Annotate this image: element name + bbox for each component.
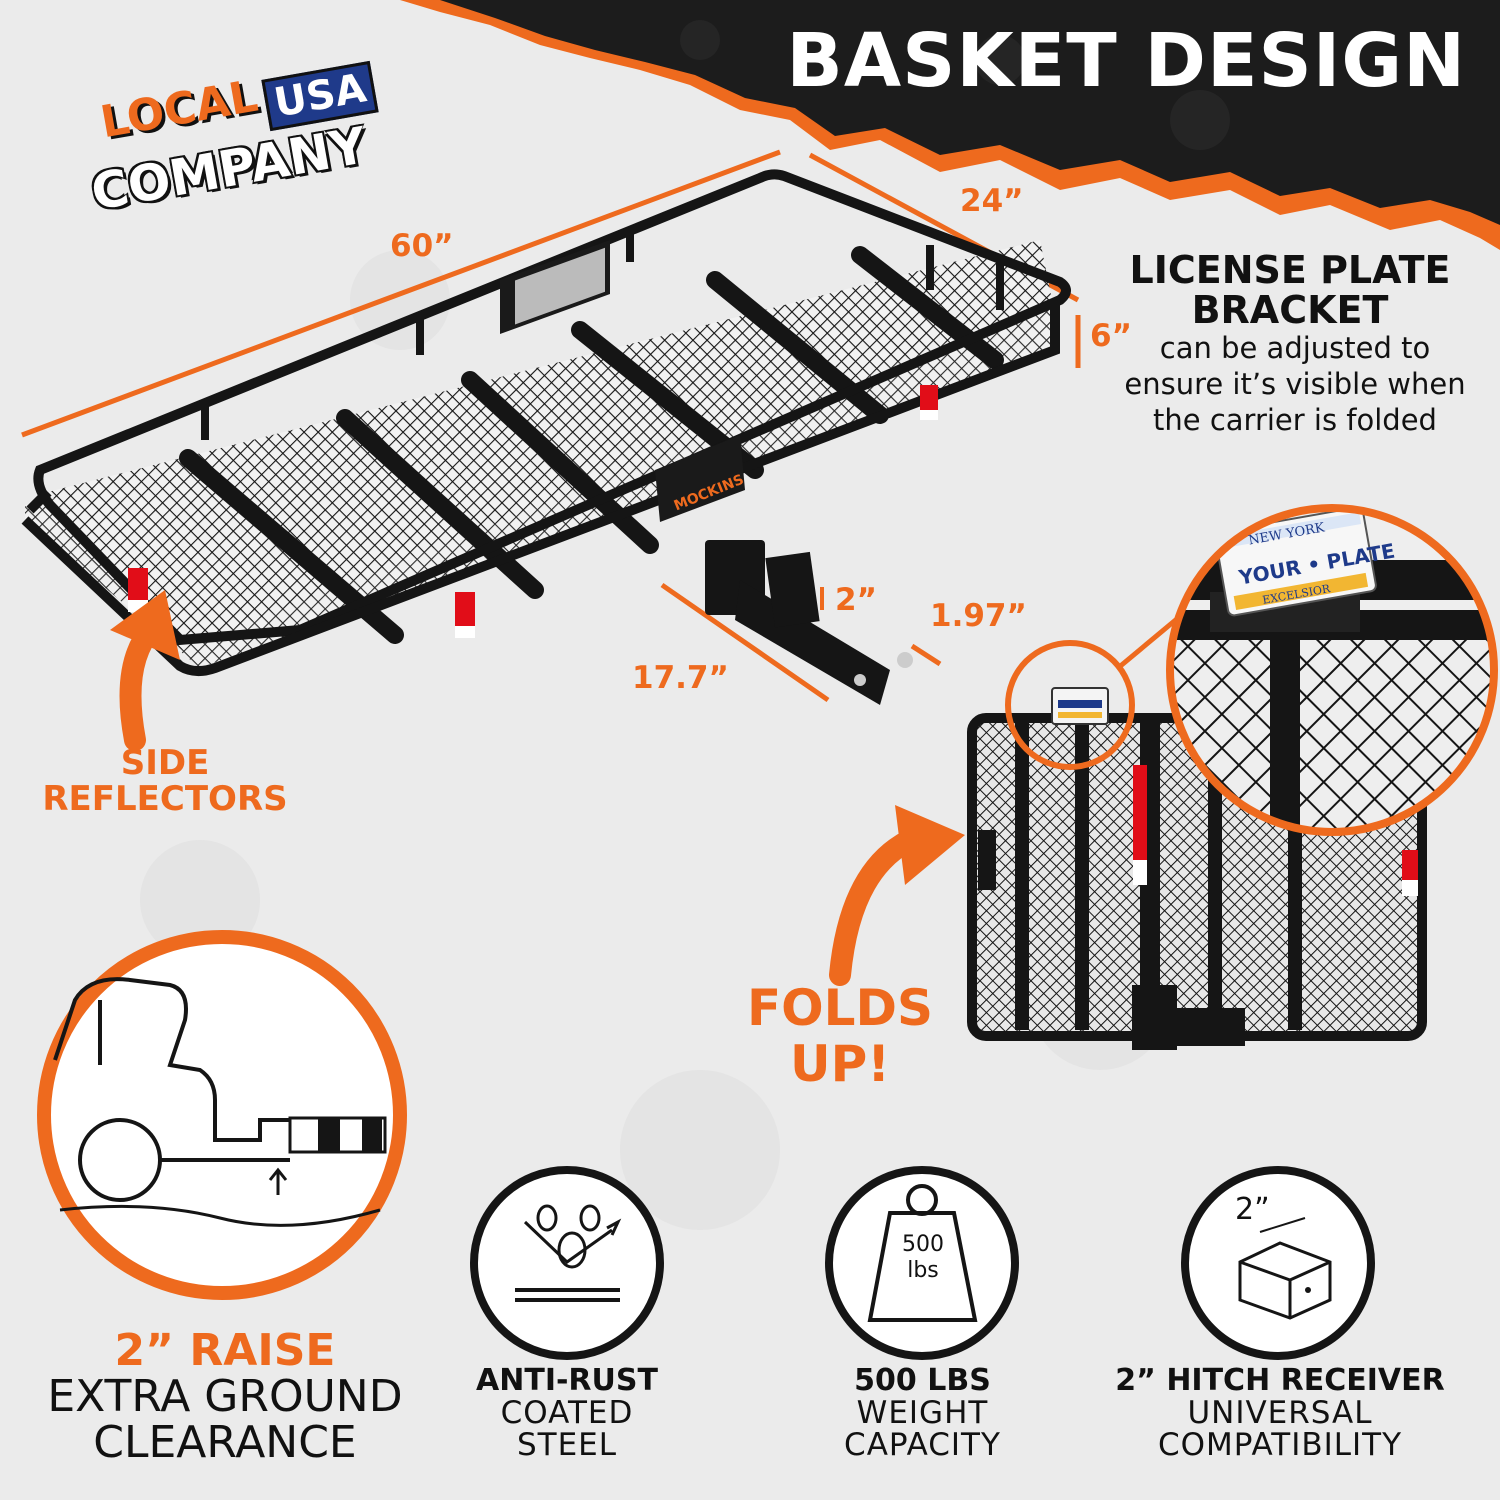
ground-clearance-icon <box>37 930 407 1300</box>
shank-length-dimension-line <box>660 582 830 703</box>
feature-anti-rust: ANTI-RUST COATED STEEL <box>476 1363 658 1463</box>
weight-icon <box>825 1166 1019 1360</box>
hitch-receiver-icon <box>1181 1166 1375 1360</box>
dimension-raise: 2” <box>835 582 877 618</box>
weight-icon-value: 500 <box>902 1232 944 1257</box>
company-logo: LOCAL USA COMPANY <box>60 60 400 222</box>
dimension-height: 6” <box>1090 318 1132 354</box>
reflector-front <box>455 592 475 628</box>
feature-hitch-receiver: 2” HITCH RECEIVER UNIVERSAL COMPATIBILIT… <box>1115 1363 1445 1463</box>
feature-weight-capacity: 500 LBS WEIGHT CAPACITY <box>844 1363 1001 1463</box>
length-dimension-line <box>21 149 781 438</box>
side-reflectors-label: SIDE REFLECTORS <box>42 743 288 819</box>
basket-carrier-illustration <box>21 169 1071 705</box>
page-title: BASKET DESIGN <box>786 18 1466 104</box>
weight-icon-unit: lbs <box>907 1258 939 1283</box>
license-plate-title: LICENSE PLATE BRACKET <box>1129 248 1451 332</box>
dimension-length: 60” <box>390 228 454 264</box>
dimension-width: 24” <box>960 183 1024 219</box>
dimension-shank-width: 1.97” <box>930 598 1027 634</box>
feature-raise: 2” RAISE EXTRA GROUND CLEARANCE <box>47 1325 403 1468</box>
shank-width-dimension-line <box>910 643 942 667</box>
water-drops-icon <box>470 1166 664 1360</box>
logo-local: LOCAL <box>96 70 262 149</box>
license-plate-description: can be adjusted to ensure it’s visible w… <box>1124 331 1466 437</box>
reflector-left <box>128 568 148 604</box>
hitch-icon-label: 2” <box>1235 1192 1270 1227</box>
folds-up-label: FOLDS UP! <box>746 979 934 1093</box>
reflector-right <box>920 385 938 417</box>
folds-up-arrow <box>829 829 921 986</box>
plate-highlight-circle <box>1005 640 1135 770</box>
dimension-shank-length: 17.7” <box>632 660 729 696</box>
